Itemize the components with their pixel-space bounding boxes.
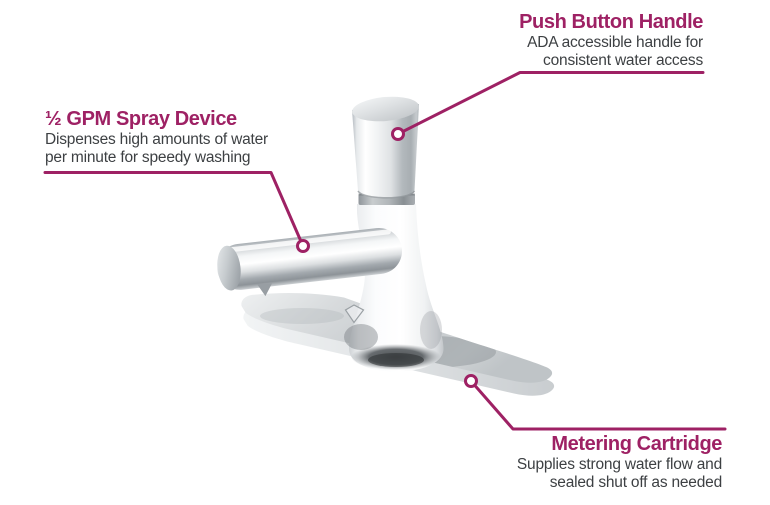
- callout-title: Push Button Handle: [519, 11, 703, 33]
- marker-metering-cartridge: [464, 374, 478, 388]
- callout-description-line: sealed shut off as needed: [549, 474, 722, 491]
- faucet-body-shadow-right: [420, 311, 442, 349]
- faucet-handle-side: [352, 104, 419, 199]
- callout-description-line: per minute for speedy washing: [45, 149, 251, 166]
- marker-push-button-handle: [391, 127, 405, 141]
- marker-gpm-spray-device: [296, 239, 310, 253]
- faucet-spout: [216, 228, 403, 297]
- faucet-handle-bottom-seam: [357, 190, 416, 199]
- faucet-spout-barrel: [216, 228, 403, 290]
- faucet-handle-top: [352, 96, 419, 122]
- faucet-body-shadow-left: [344, 324, 378, 350]
- leader-line-metering-cartridge: [469, 379, 727, 431]
- brand-shield-icon: [344, 304, 365, 324]
- faucet-handle-rim-highlight: [352, 93, 391, 107]
- callout-metering-cartridge: Metering Cartridge Supplies strong water…: [517, 433, 722, 492]
- faucet-spout-outlet: [256, 283, 273, 297]
- callout-title: ½ GPM Spray Device: [45, 108, 237, 130]
- callout-gpm-spray-device: ½ GPM Spray Device Dispenses high amount…: [45, 108, 268, 167]
- callout-description-line: ADA accessible handle for: [527, 34, 703, 51]
- leader-line-gpm-spray-device: [43, 171, 305, 248]
- leader-line-push-button-handle: [396, 71, 705, 136]
- callout-title: Metering Cartridge: [551, 433, 722, 455]
- faucet-base-reflection-core: [368, 353, 424, 367]
- callout-description-line: Supplies strong water flow and: [516, 456, 722, 473]
- faucet-handle: [352, 93, 419, 199]
- faucet-spout-end-cap: [217, 245, 241, 291]
- callout-description-line: consistent water access: [543, 52, 703, 69]
- callout-description-line: Dispenses high amounts of water: [45, 131, 268, 148]
- callout-push-button-handle: Push Button Handle ADA accessible handle…: [519, 11, 703, 70]
